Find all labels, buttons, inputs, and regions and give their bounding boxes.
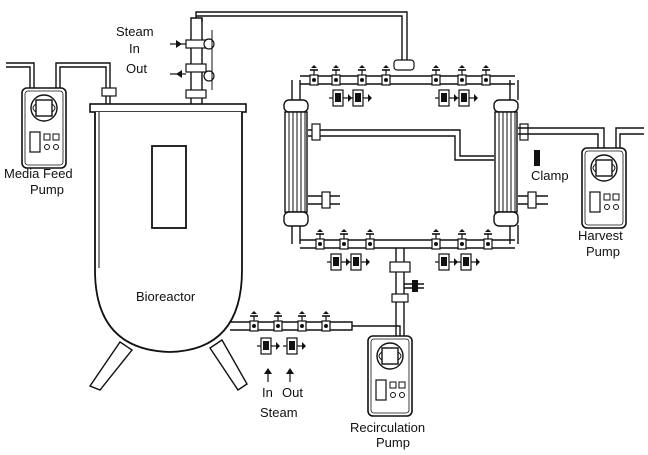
media-feed-pump: Media Feed Pump	[4, 62, 117, 197]
harvest-pump-label-line2: Pump	[586, 244, 620, 259]
recirculation-pump-label-line2: Pump	[376, 435, 410, 450]
clamp-label: Clamp	[531, 168, 569, 183]
bioreactor-label: Bioreactor	[136, 289, 196, 304]
harvest-pump: Clamp Harvest Pump	[518, 127, 644, 259]
recirculation-loop	[283, 59, 548, 336]
top-steam-line: Steam In Out	[116, 11, 408, 104]
recirculation-pump-label-line1: Recirculation	[350, 420, 425, 435]
steam-bottom-label: Steam	[260, 405, 298, 420]
steam-out-top-label: Out	[126, 61, 147, 76]
media-feed-pump-label-line1: Media Feed	[4, 166, 73, 181]
bottom-steam-line: In Out Steam	[230, 310, 401, 420]
bioreactor-vessel: Bioreactor	[88, 103, 248, 391]
recirculation-pump: Recirculation Pump	[350, 335, 425, 450]
steam-top-label: Steam	[116, 24, 154, 39]
steam-in-top-label: In	[129, 41, 140, 56]
steam-out-bottom-label: Out	[282, 385, 303, 400]
harvest-pump-label-line1: Harvest	[578, 228, 623, 243]
steam-in-bottom-label: In	[262, 385, 273, 400]
media-feed-pump-label-line2: Pump	[30, 182, 64, 197]
